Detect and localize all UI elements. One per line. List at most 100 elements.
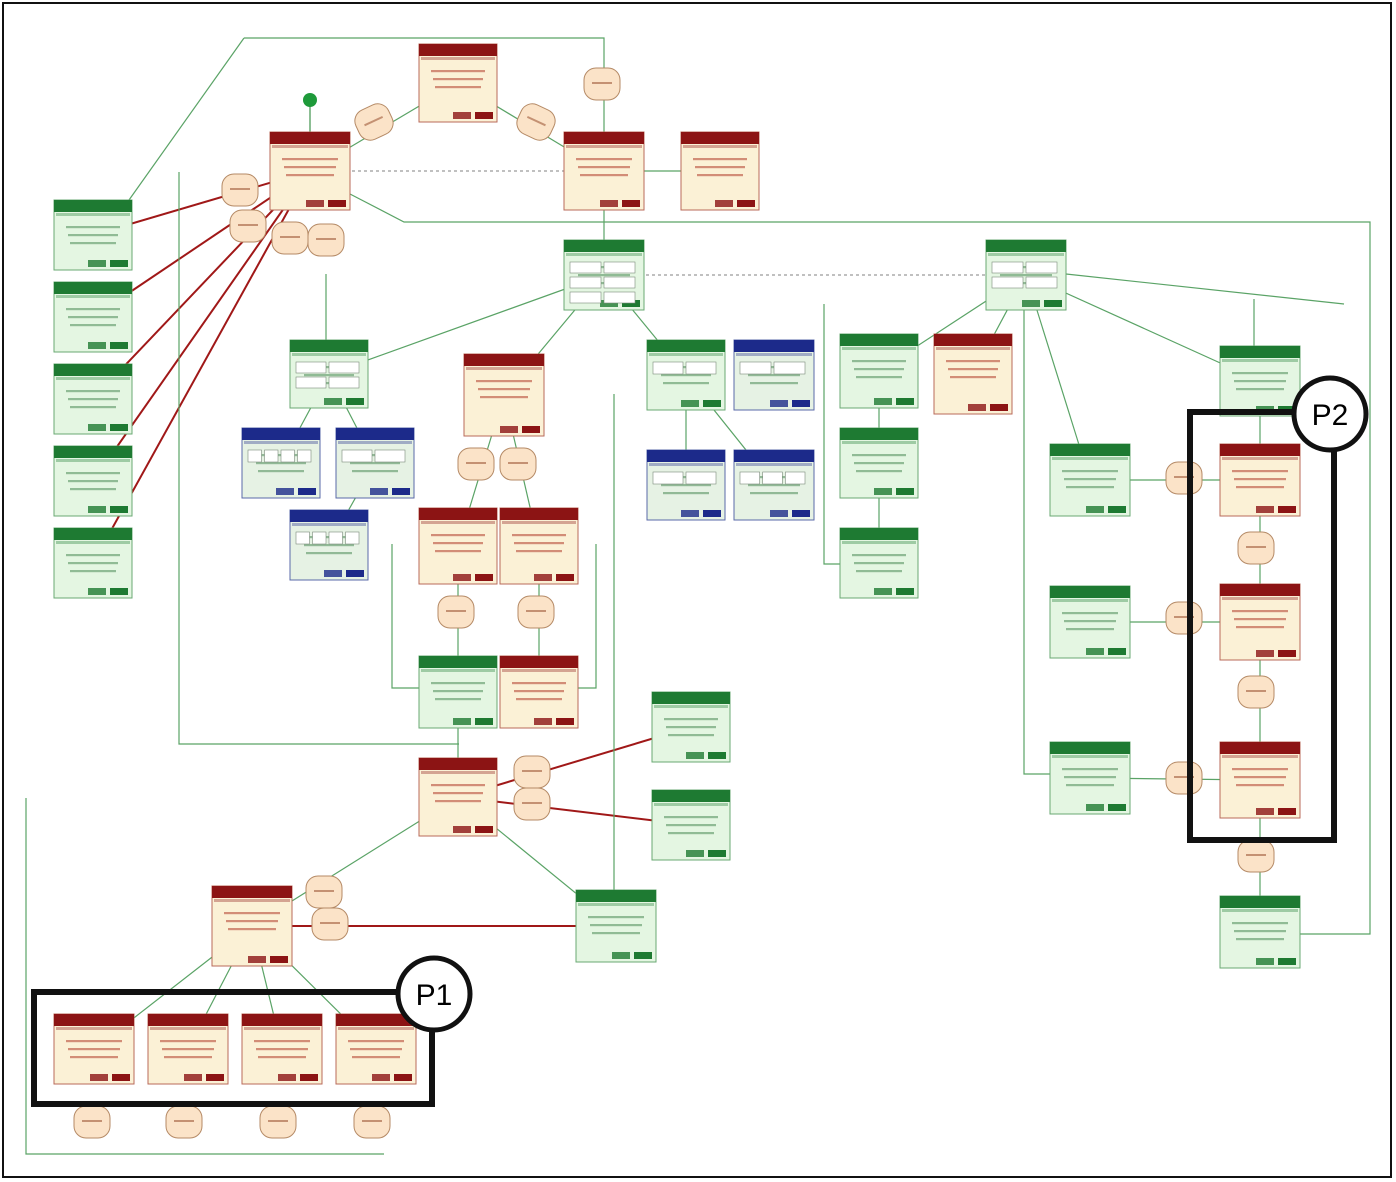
connector-pill[interactable] bbox=[305, 875, 343, 909]
node-footer-button[interactable] bbox=[394, 1074, 412, 1081]
node-footer-button[interactable] bbox=[1086, 506, 1104, 513]
node-blue-1[interactable] bbox=[241, 427, 321, 499]
connector-pill[interactable] bbox=[351, 100, 397, 144]
node-footer-button[interactable] bbox=[896, 398, 914, 405]
node-footer-button[interactable] bbox=[770, 510, 788, 517]
node-state-p1-2[interactable] bbox=[147, 1013, 229, 1085]
node-state-p1-4[interactable] bbox=[335, 1013, 417, 1085]
node-footer-button[interactable] bbox=[110, 506, 128, 513]
node-footer-button[interactable] bbox=[453, 718, 471, 725]
node-footer-button[interactable] bbox=[1278, 650, 1296, 657]
node-footer-button[interactable] bbox=[184, 1074, 202, 1081]
connector-pill[interactable] bbox=[1165, 601, 1203, 635]
node-panel-right-c[interactable] bbox=[839, 527, 919, 599]
node-footer-button[interactable] bbox=[556, 574, 574, 581]
node-footer-button[interactable] bbox=[90, 1074, 108, 1081]
node-cell[interactable] bbox=[685, 471, 717, 485]
node-cell[interactable] bbox=[295, 361, 327, 374]
node-footer-button[interactable] bbox=[874, 588, 892, 595]
node-footer-button[interactable] bbox=[110, 588, 128, 595]
node-footer-button[interactable] bbox=[475, 718, 493, 725]
node-panel-right-b[interactable] bbox=[839, 427, 919, 499]
node-state-p2-2[interactable] bbox=[1219, 583, 1301, 661]
node-footer-button[interactable] bbox=[708, 752, 726, 759]
node-footer-button[interactable] bbox=[1278, 958, 1296, 965]
node-cell[interactable] bbox=[603, 276, 636, 289]
node-footer-button[interactable] bbox=[324, 570, 342, 577]
node-cell[interactable] bbox=[569, 261, 602, 274]
node-footer-button[interactable] bbox=[372, 1074, 390, 1081]
node-footer-button[interactable] bbox=[874, 398, 892, 405]
node-panel-right-a[interactable] bbox=[839, 333, 919, 409]
connector-pill[interactable] bbox=[1237, 675, 1275, 709]
node-footer-button[interactable] bbox=[770, 400, 788, 407]
node-cell[interactable] bbox=[652, 471, 684, 485]
node-footer-button[interactable] bbox=[534, 718, 552, 725]
node-footer-button[interactable] bbox=[1256, 506, 1274, 513]
node-footer-button[interactable] bbox=[276, 488, 294, 495]
node-state-lower-left[interactable] bbox=[211, 885, 293, 967]
node-cell[interactable] bbox=[1025, 261, 1058, 274]
node-footer-button[interactable] bbox=[968, 404, 986, 411]
node-footer-button[interactable] bbox=[475, 112, 493, 119]
node-cell[interactable] bbox=[762, 471, 783, 485]
node-state-center-low[interactable] bbox=[499, 655, 579, 729]
node-state-main-left[interactable] bbox=[269, 131, 351, 211]
node-cell[interactable] bbox=[374, 449, 406, 463]
node-footer-button[interactable] bbox=[556, 718, 574, 725]
node-footer-button[interactable] bbox=[278, 1074, 296, 1081]
node-cell[interactable] bbox=[991, 261, 1024, 274]
node-footer-button[interactable] bbox=[1278, 808, 1296, 815]
connector-pill[interactable] bbox=[353, 1105, 391, 1139]
node-footer-button[interactable] bbox=[686, 752, 704, 759]
node-cell[interactable] bbox=[312, 531, 327, 545]
node-footer-button[interactable] bbox=[990, 404, 1008, 411]
node-footer-button[interactable] bbox=[324, 398, 342, 405]
node-cell[interactable] bbox=[603, 261, 636, 274]
node-panel-left-1[interactable] bbox=[53, 199, 133, 271]
node-footer-button[interactable] bbox=[453, 826, 471, 833]
node-footer-button[interactable] bbox=[792, 510, 810, 517]
node-blue-6[interactable] bbox=[733, 449, 815, 521]
node-footer-button[interactable] bbox=[270, 956, 288, 963]
node-cell[interactable] bbox=[328, 531, 343, 545]
node-footer-button[interactable] bbox=[1108, 648, 1126, 655]
node-footer-button[interactable] bbox=[306, 200, 324, 207]
connector-pill[interactable] bbox=[437, 595, 475, 629]
node-cell[interactable] bbox=[739, 471, 760, 485]
node-panel-rr-1[interactable] bbox=[1049, 443, 1131, 517]
node-cell[interactable] bbox=[739, 361, 772, 375]
node-blue-5[interactable] bbox=[646, 449, 726, 521]
connector-pill[interactable] bbox=[271, 221, 309, 255]
node-panel-lower-right[interactable] bbox=[575, 889, 657, 963]
node-state-p1-1[interactable] bbox=[53, 1013, 135, 1085]
node-footer-button[interactable] bbox=[500, 426, 518, 433]
node-cell[interactable] bbox=[773, 361, 806, 375]
node-footer-button[interactable] bbox=[475, 574, 493, 581]
connector-pill[interactable] bbox=[221, 173, 259, 207]
node-cell[interactable] bbox=[785, 471, 806, 485]
node-cell[interactable] bbox=[295, 531, 310, 545]
node-state-main-right[interactable] bbox=[563, 131, 645, 211]
node-footer-button[interactable] bbox=[1022, 300, 1040, 307]
node-panel-rr-2[interactable] bbox=[1049, 585, 1131, 659]
connector-pill[interactable] bbox=[73, 1105, 111, 1139]
node-footer-button[interactable] bbox=[622, 300, 640, 307]
node-footer-button[interactable] bbox=[88, 588, 106, 595]
node-footer-button[interactable] bbox=[612, 952, 630, 959]
node-cell[interactable] bbox=[280, 449, 295, 463]
node-footer-button[interactable] bbox=[1278, 506, 1296, 513]
node-footer-button[interactable] bbox=[1086, 648, 1104, 655]
node-footer-button[interactable] bbox=[792, 400, 810, 407]
connector-pill[interactable] bbox=[1237, 531, 1275, 565]
node-footer-button[interactable] bbox=[686, 850, 704, 857]
node-footer-button[interactable] bbox=[1256, 808, 1274, 815]
node-footer-button[interactable] bbox=[708, 850, 726, 857]
node-footer-button[interactable] bbox=[681, 400, 699, 407]
node-menu-right[interactable] bbox=[985, 239, 1067, 311]
node-panel-side-2[interactable] bbox=[651, 789, 731, 861]
node-panel-left-2[interactable] bbox=[53, 281, 133, 353]
node-blue-4[interactable] bbox=[733, 339, 815, 411]
node-cell[interactable] bbox=[1025, 276, 1058, 289]
node-footer-button[interactable] bbox=[896, 488, 914, 495]
